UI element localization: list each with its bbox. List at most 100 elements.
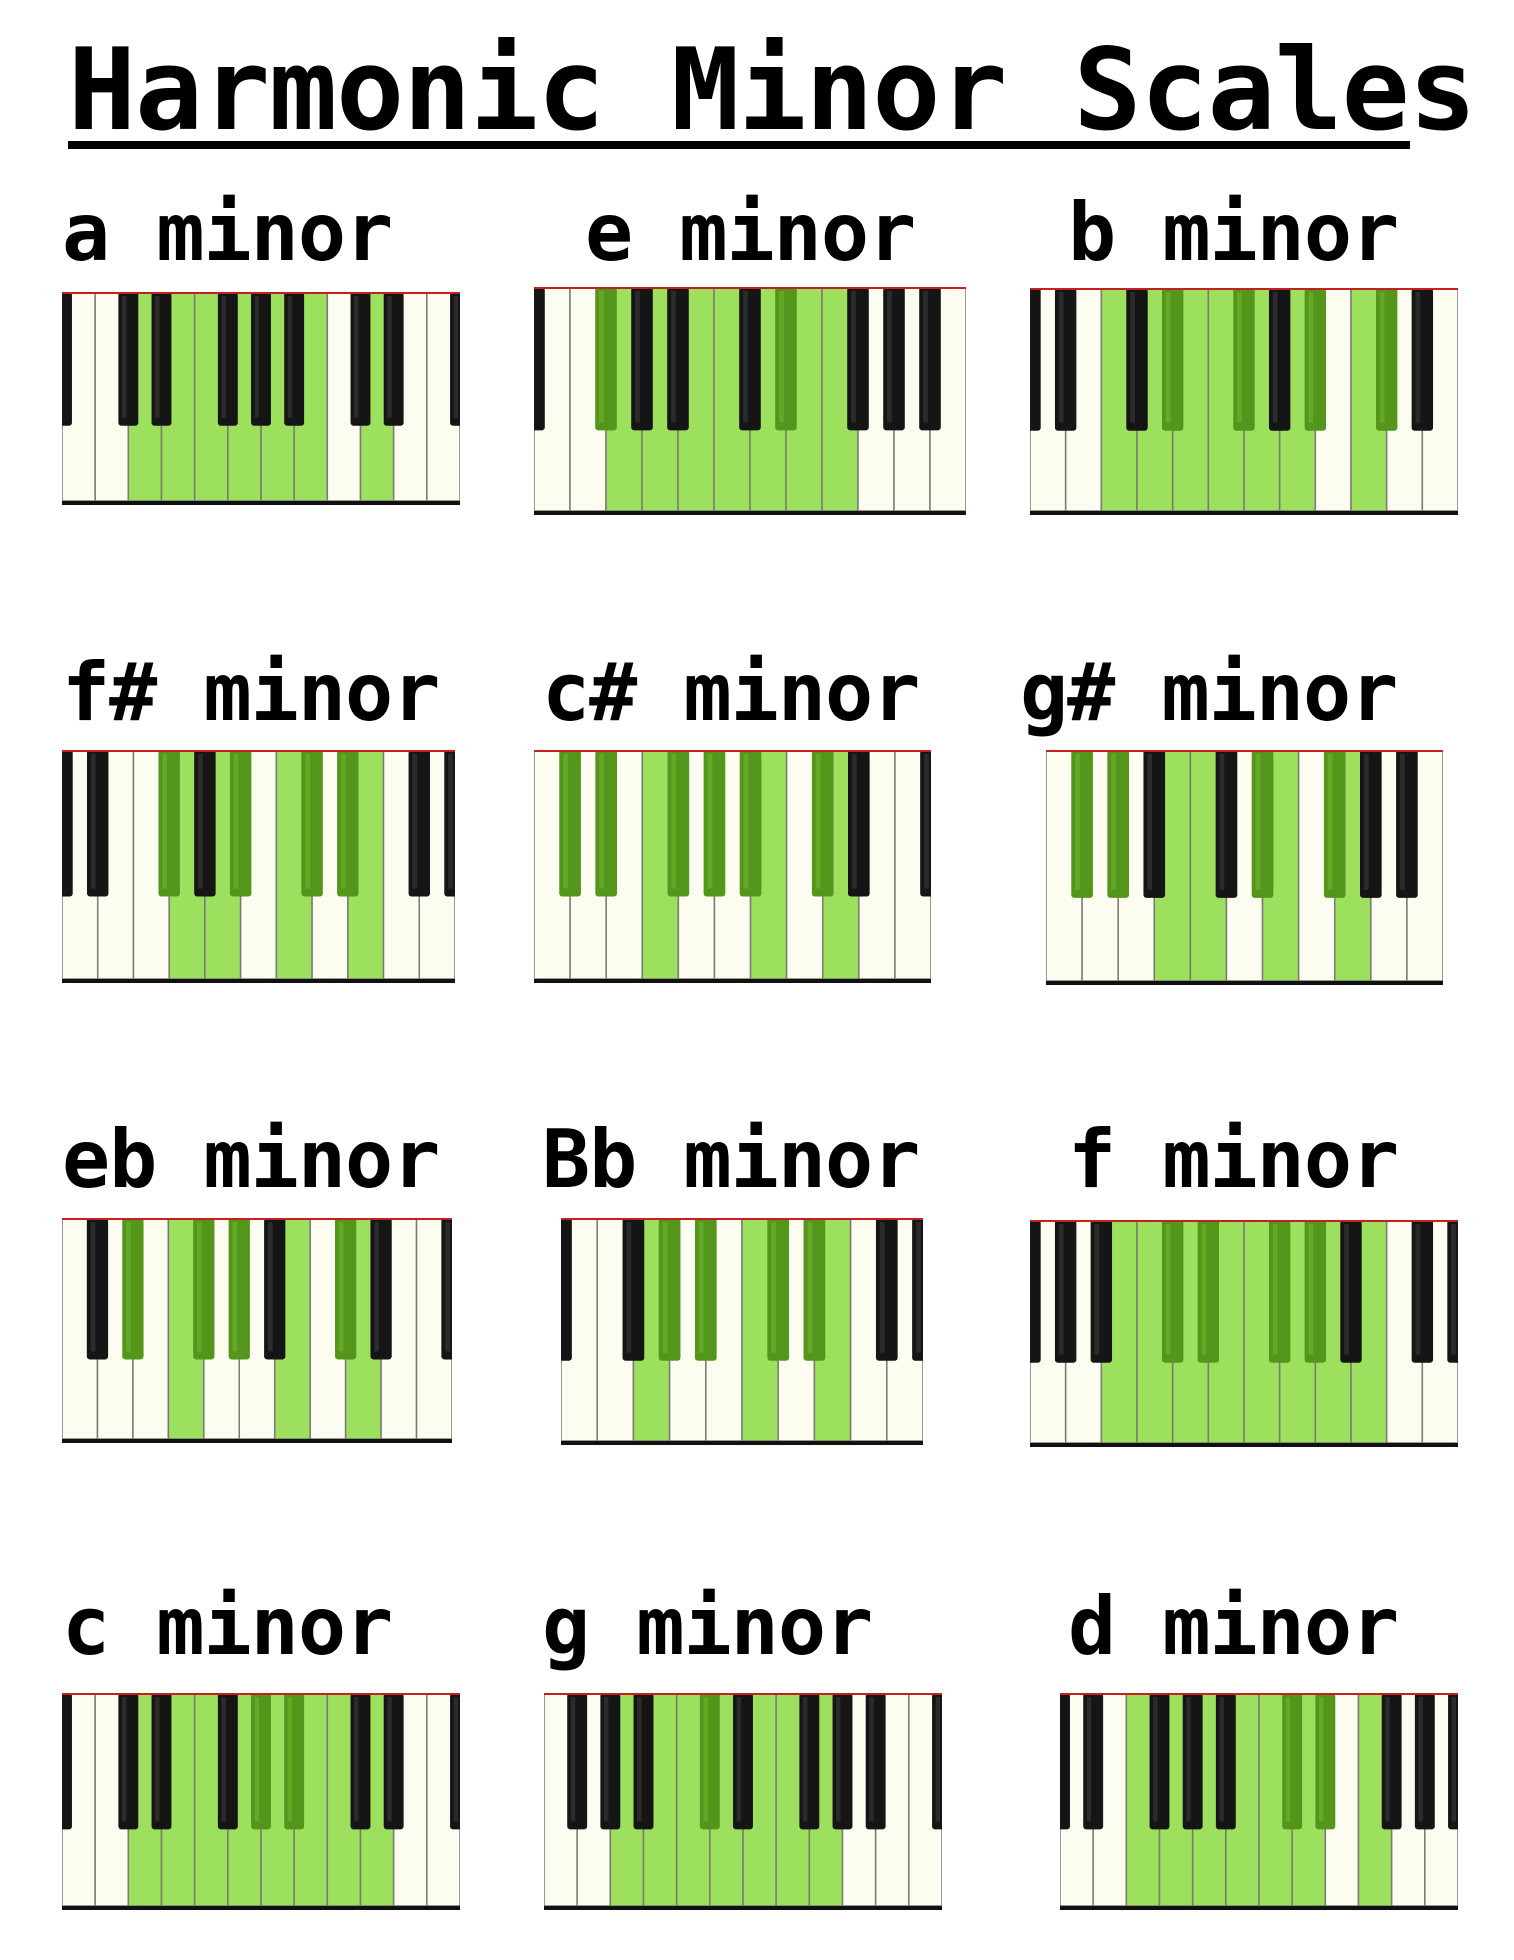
- black-key: [217, 1693, 238, 1830]
- keyboard-top-edge: [62, 1218, 452, 1220]
- keyboard-top-edge: [1030, 288, 1458, 290]
- black-key-shine: [1399, 754, 1405, 890]
- black-key: [865, 1693, 886, 1830]
- black-key: [703, 750, 726, 897]
- black-key: [62, 750, 73, 897]
- black-key: [803, 1218, 826, 1361]
- black-key-shine: [1255, 754, 1261, 890]
- keyboard-bottom-edge: [62, 979, 455, 983]
- black-key-shine: [1219, 1697, 1224, 1822]
- black-key: [631, 287, 653, 431]
- black-key: [1149, 1693, 1170, 1830]
- black-key: [383, 1693, 404, 1830]
- black-key: [350, 292, 371, 426]
- black-key-shine: [807, 1222, 813, 1353]
- black-key-shine: [603, 1697, 609, 1822]
- black-key: [193, 1218, 215, 1360]
- black-key-shine: [1147, 754, 1153, 890]
- black-key-shine: [1130, 292, 1135, 423]
- black-key-shine: [305, 754, 310, 889]
- black-key: [1182, 1693, 1203, 1830]
- piano-keyboard: [544, 1693, 942, 1910]
- black-key: [1414, 1693, 1435, 1830]
- black-key-shine: [707, 754, 713, 889]
- black-key-shine: [671, 291, 676, 423]
- keyboard-bottom-edge: [1030, 511, 1458, 515]
- black-key-shine: [254, 1697, 260, 1822]
- black-key-shine: [340, 754, 346, 889]
- black-key: [1304, 288, 1327, 431]
- black-key: [264, 1218, 286, 1360]
- black-key-shine: [453, 296, 459, 418]
- scale-label: c# minor: [542, 646, 920, 739]
- page-title: Harmonic Minor Scales: [68, 24, 1477, 156]
- black-key: [251, 1693, 271, 1830]
- black-key-shine: [1086, 1697, 1092, 1822]
- black-key-shine: [1451, 1697, 1457, 1822]
- black-key: [151, 1693, 172, 1830]
- black-key-shine: [924, 754, 929, 889]
- black-key: [1251, 750, 1274, 898]
- black-key-shine: [626, 1222, 632, 1353]
- piano-keyboard: [561, 1218, 923, 1445]
- black-key: [1107, 750, 1130, 898]
- black-key: [229, 750, 252, 897]
- black-key: [1359, 750, 1382, 898]
- black-key: [335, 1218, 357, 1360]
- black-key-shine: [1308, 1224, 1314, 1355]
- black-key: [595, 750, 618, 897]
- black-key: [86, 1218, 109, 1360]
- black-key-shine: [232, 1222, 238, 1352]
- black-key-shine: [1385, 1697, 1390, 1822]
- black-key: [1090, 1220, 1113, 1363]
- black-key-shine: [851, 291, 856, 423]
- black-key-shine: [1272, 1224, 1278, 1355]
- keyboard-bottom-edge: [534, 511, 966, 515]
- black-key: [118, 292, 139, 426]
- black-key-shine: [1165, 292, 1171, 423]
- black-key-shine: [354, 296, 359, 418]
- black-key-shine: [453, 1697, 459, 1822]
- black-key: [875, 1218, 898, 1361]
- black-key-shine: [90, 754, 96, 889]
- black-key: [847, 287, 869, 431]
- black-key-shine: [836, 1697, 841, 1822]
- black-key: [1233, 288, 1255, 431]
- black-key-shine: [412, 754, 418, 889]
- black-key-shine: [703, 1697, 708, 1822]
- keyboard-top-edge: [561, 1218, 923, 1220]
- black-key-shine: [698, 1222, 704, 1353]
- black-key: [1215, 750, 1238, 898]
- black-key: [1411, 1220, 1434, 1363]
- black-key-shine: [387, 296, 392, 418]
- keyboard-top-edge: [1060, 1693, 1458, 1695]
- black-key-shine: [1201, 1224, 1207, 1355]
- piano-keyboard: [62, 292, 460, 505]
- black-key-shine: [233, 754, 239, 889]
- black-key: [118, 1693, 139, 1830]
- black-key-shine: [1344, 1224, 1349, 1355]
- black-key-shine: [637, 1697, 642, 1822]
- black-key-shine: [126, 1222, 131, 1352]
- keyboard-bottom-edge: [1030, 1443, 1458, 1447]
- black-key-shine: [1094, 1224, 1100, 1355]
- keyboard-bottom-edge: [534, 979, 931, 983]
- black-key-shine: [387, 1697, 392, 1822]
- keyboard-top-edge: [62, 750, 455, 752]
- piano-keyboard: [534, 750, 931, 983]
- keyboard-bottom-edge: [1060, 1906, 1458, 1910]
- black-key: [1054, 1220, 1077, 1363]
- black-key-shine: [635, 291, 640, 423]
- black-key: [667, 287, 689, 431]
- black-key-shine: [1153, 1697, 1158, 1822]
- piano-keyboard: [62, 1218, 452, 1443]
- scale-label: e minor: [585, 186, 916, 279]
- black-key: [1282, 1693, 1303, 1830]
- black-key-shine: [879, 1222, 885, 1353]
- black-key: [217, 292, 238, 426]
- piano-keyboard: [534, 287, 966, 515]
- keyboard-top-edge: [1046, 750, 1443, 752]
- black-key-shine: [121, 1697, 127, 1822]
- black-key-shine: [916, 1222, 921, 1353]
- black-key-shine: [374, 1222, 379, 1352]
